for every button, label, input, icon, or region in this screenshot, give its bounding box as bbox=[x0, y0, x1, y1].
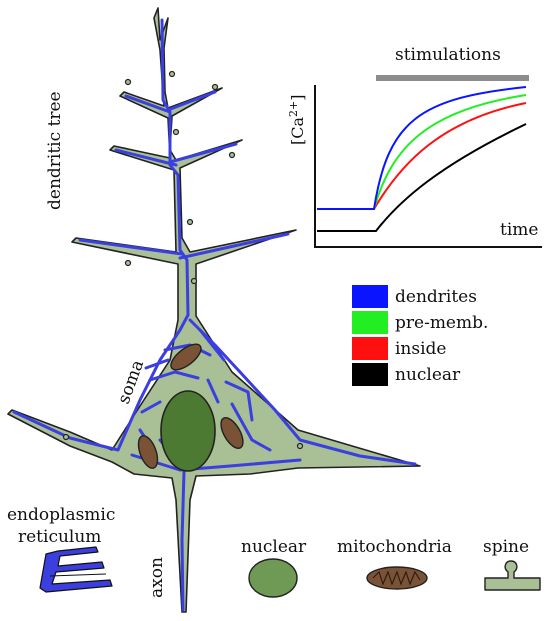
legend-item-pre-memb: pre-memb. bbox=[352, 311, 488, 334]
stimulations-bar bbox=[376, 75, 529, 81]
spine-head bbox=[190, 277, 198, 285]
nuclear-legend-label: nuclear bbox=[241, 537, 307, 557]
ylabel-base: [Ca bbox=[288, 117, 307, 145]
component-legend: endoplasmic reticulum nuclear mitochondr… bbox=[7, 505, 541, 598]
spine-head bbox=[228, 151, 236, 159]
legend-swatch bbox=[352, 311, 388, 334]
mitochondrion-legend-icon bbox=[366, 566, 428, 590]
curve-nuclear bbox=[317, 123, 527, 232]
chart-ylabel: [Ca2+] bbox=[287, 95, 307, 146]
legend-label: pre-memb. bbox=[395, 313, 488, 333]
mitochondrion-top bbox=[170, 343, 202, 371]
mitochondria-legend-label: mitochondria bbox=[337, 537, 452, 557]
ylabel-sup: 2+ bbox=[287, 101, 300, 117]
spine-legend-label: spine bbox=[483, 537, 529, 557]
spine-head bbox=[172, 128, 180, 136]
spine-head bbox=[62, 433, 70, 441]
er-icon bbox=[39, 546, 113, 593]
legend-swatch bbox=[352, 337, 388, 360]
legend-label: dendrites bbox=[395, 287, 477, 307]
spine-head bbox=[211, 83, 219, 91]
mitochondrion-left bbox=[137, 435, 159, 469]
nucleus-legend-icon bbox=[248, 558, 298, 598]
stimulations-label: stimulations bbox=[395, 45, 501, 65]
er-icon-inner bbox=[49, 573, 107, 577]
mitochondrion-right bbox=[220, 417, 244, 449]
spine-head bbox=[296, 442, 304, 450]
inset-chart: stimulations [Ca2+] time bbox=[287, 45, 542, 248]
neuron-body bbox=[7, 7, 421, 613]
curve-pre-memb bbox=[317, 94, 527, 210]
neuron bbox=[7, 7, 421, 613]
spine-legend-icon bbox=[484, 560, 541, 591]
legend-item-inside: inside bbox=[352, 337, 447, 360]
legend-swatch bbox=[352, 363, 388, 386]
soma-label: soma bbox=[114, 357, 148, 406]
spine-head bbox=[124, 259, 132, 267]
legend-item-dendrites: dendrites bbox=[352, 285, 477, 308]
nucleus bbox=[160, 390, 216, 472]
er-network bbox=[12, 18, 417, 612]
curve-dendrites bbox=[317, 86, 527, 210]
axon-label: axon bbox=[147, 557, 167, 598]
curve-inside bbox=[317, 102, 527, 210]
dendritic-tree-label: dendritic tree bbox=[45, 91, 65, 210]
spines bbox=[62, 70, 304, 450]
legend: dendrites pre-memb. inside nuclear bbox=[352, 285, 488, 386]
spine-head bbox=[168, 70, 176, 78]
spine-head bbox=[186, 218, 194, 226]
spine-head bbox=[124, 78, 132, 86]
legend-label: inside bbox=[395, 339, 447, 359]
ylabel-end: ] bbox=[288, 95, 307, 101]
legend-item-nuclear: nuclear bbox=[352, 363, 461, 386]
mitochondria-group bbox=[137, 343, 244, 469]
legend-label: nuclear bbox=[395, 365, 461, 385]
chart-axes bbox=[314, 85, 542, 248]
legend-swatch bbox=[352, 285, 388, 308]
er-label-line2: reticulum bbox=[18, 527, 101, 547]
er-label-line1: endoplasmic bbox=[7, 505, 115, 525]
chart-xlabel: time bbox=[500, 220, 538, 240]
